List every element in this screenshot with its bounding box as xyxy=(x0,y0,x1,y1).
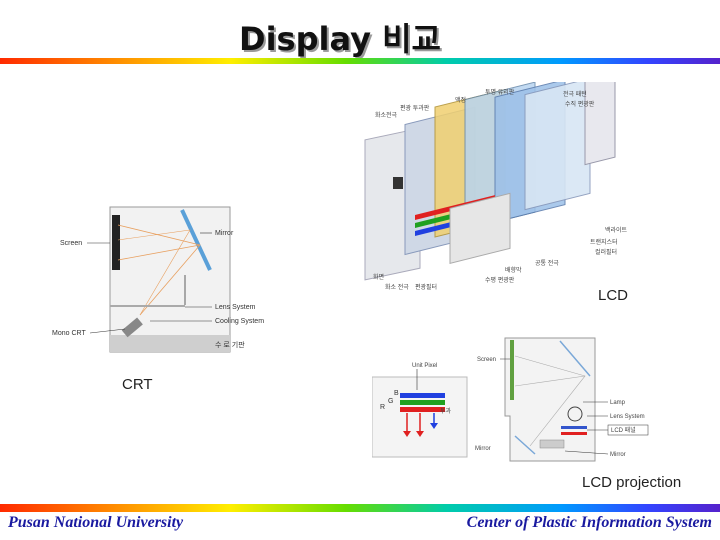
projection-lamp xyxy=(567,406,583,422)
lcd-label-2: 편광 투과판 xyxy=(400,104,430,112)
lcd-label-3: 액정 xyxy=(455,97,466,104)
crt-caption: CRT xyxy=(122,376,153,393)
unit-pixel-transmit: 투과 xyxy=(440,407,452,415)
projection-cabinet xyxy=(504,337,596,462)
projection-label-mirror-right: Mirror xyxy=(610,452,626,458)
projection-screen xyxy=(510,340,514,400)
lcd-label-8: 트랜지스터 xyxy=(590,238,618,246)
projection-label-screen: Screen xyxy=(477,357,496,363)
projection-label-lamp: Lamp xyxy=(610,400,626,406)
projection-lens xyxy=(561,426,587,429)
footer-divider xyxy=(0,504,720,512)
unit-pixel-r: R xyxy=(380,404,385,411)
crt-mirror xyxy=(180,209,212,271)
lcd-label-1: 화소전극 xyxy=(375,111,398,119)
lcd-label-11: 배향막 xyxy=(505,266,522,274)
header-divider xyxy=(0,58,720,64)
unit-pixel-label: Unit Pixel xyxy=(412,363,437,369)
lcd-caption: LCD xyxy=(598,287,629,304)
unit-pixel-diagram: Unit Pixel B G R 투과 xyxy=(372,363,468,458)
lcd-projection-diagram: Screen Lamp Lens System LCD 패널 Mirror Mi… xyxy=(475,337,649,462)
lcd-label-14: 화소 전극 xyxy=(385,283,409,291)
lcd-label-6: 수직 편광판 xyxy=(565,100,595,108)
crt-label-cooling-system: Cooling System xyxy=(215,318,264,325)
lcd-label-15: 편광필터 xyxy=(415,283,437,291)
projection-label-lcd-panel: LCD 패널 xyxy=(611,426,636,434)
projection-label-lens-system: Lens System xyxy=(610,414,645,420)
lcd-label-5: 전극 패턴 xyxy=(563,90,587,98)
crt-base xyxy=(110,335,230,352)
lcd-label-12: 화면 xyxy=(373,273,384,281)
footer-university: Pusan National University xyxy=(8,514,184,531)
lcd-label-13: 수평 편광판 xyxy=(485,276,515,284)
unit-pixel-b: B xyxy=(394,390,399,397)
crt-label-lens-system: Lens System xyxy=(215,304,256,311)
crt-diagram: Screen Mirror Lens System Cooling System… xyxy=(52,206,264,353)
crt-screen xyxy=(112,215,120,270)
page-title: Display 비교 xyxy=(239,20,441,58)
crt-label-mirror: Mirror xyxy=(215,230,234,237)
lcd-label-9: 컬러필터 xyxy=(595,248,617,256)
unit-pixel-g: G xyxy=(388,398,393,405)
lcd-label-10: 공통 전극 xyxy=(535,259,559,267)
projection-mirror-left xyxy=(514,435,536,455)
lcd-label-7: 백라이트 xyxy=(605,226,628,234)
crt-label-screen: Screen xyxy=(60,240,82,247)
crt-label-mono-crt: Mono CRT xyxy=(52,330,86,337)
lcd-label-4: 투명 유리판 xyxy=(485,88,515,96)
lcd-projection-caption: LCD projection xyxy=(582,474,682,491)
projection-mirror-top xyxy=(559,340,591,377)
footer-center-name: Center of Plastic Information System xyxy=(466,514,712,531)
lcd-diagram: 화소전극 편광 투과판 액정 투명 유리판 전극 패턴 수직 편광판 백라이트 … xyxy=(364,82,628,291)
crt-label-base: 수 로 기판 xyxy=(215,340,245,349)
crt-tube xyxy=(121,317,143,338)
projection-label-mirror-left: Mirror xyxy=(475,446,491,452)
projection-lcd-panel xyxy=(561,432,587,435)
